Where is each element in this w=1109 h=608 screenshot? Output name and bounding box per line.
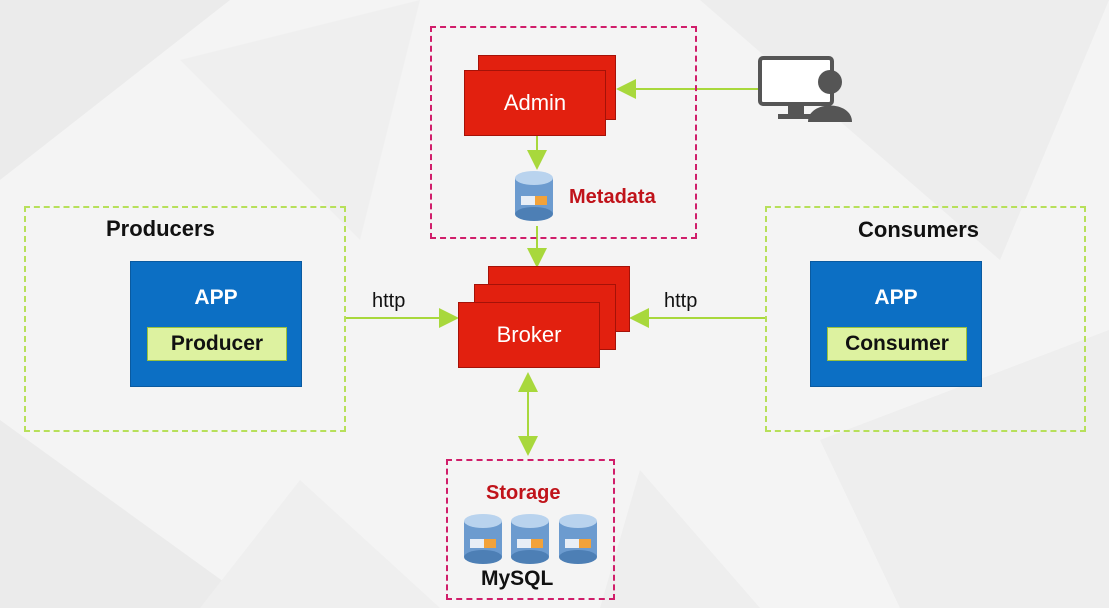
producers-group: [24, 206, 346, 432]
admin-metadata-group: [430, 26, 697, 239]
producers-title: Producers: [106, 216, 215, 241]
consumers-title: Consumers: [858, 217, 980, 242]
producer-http-label: http: [372, 290, 406, 312]
producer-app-box[interactable]: APP Producer: [130, 261, 302, 387]
producer-chip: Producer: [147, 327, 287, 361]
consumer-chip: Consumer: [827, 327, 967, 361]
mysql-label: MySQL: [481, 567, 554, 590]
database-icon: [559, 514, 597, 564]
storage-title: Storage: [486, 482, 561, 504]
producer-app-label: APP: [194, 286, 238, 309]
metadata-label: Metadata: [569, 186, 656, 208]
consumer-app-box[interactable]: APP Consumer: [810, 261, 982, 387]
admin-card[interactable]: [464, 70, 606, 136]
storage-group: [446, 459, 615, 600]
consumer-app-label: APP: [874, 286, 918, 309]
database-icon: [511, 514, 549, 564]
admin-label: Admin: [503, 90, 567, 115]
consumers-group: [765, 206, 1086, 432]
broker-card[interactable]: [458, 302, 600, 368]
broker-label: Broker: [496, 322, 562, 347]
consumer-http-label: http: [664, 290, 698, 312]
database-icon: [464, 514, 502, 564]
user-computer-icon: [758, 56, 852, 122]
database-icon: [515, 171, 553, 221]
